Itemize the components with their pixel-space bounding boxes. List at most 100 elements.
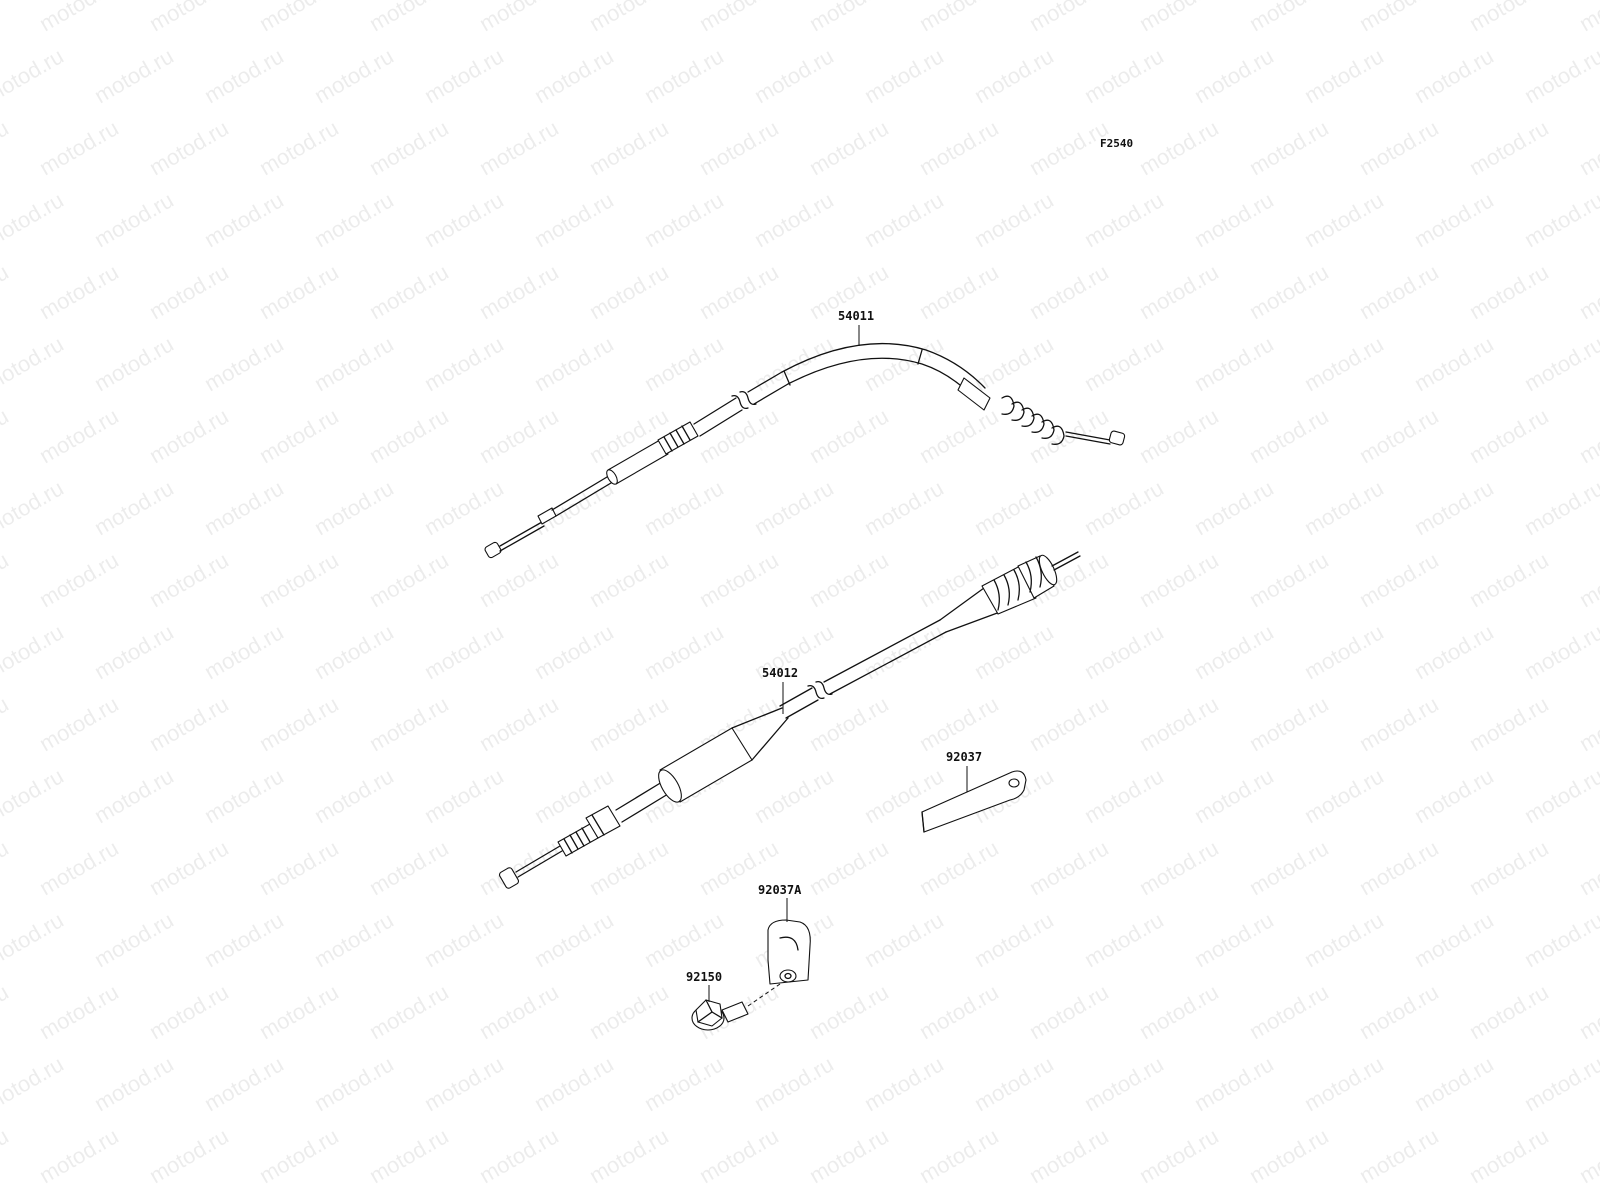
watermark-text: motod.ru	[1025, 259, 1113, 324]
watermark-text: motod.ru	[1245, 115, 1333, 180]
watermark-text: motod.ru	[420, 187, 508, 252]
watermark-text: motod.ru	[860, 331, 948, 396]
watermark-text: motod.ru	[1190, 187, 1278, 252]
watermark-text: motod.ru	[1135, 979, 1223, 1044]
watermark-text: motod.ru	[475, 259, 563, 324]
watermark-text: motod.ru	[915, 403, 1003, 468]
watermark-text: motod.ru	[530, 331, 618, 396]
watermark-text: motod.ru	[200, 907, 288, 972]
strap-92037[interactable]: 92037	[921, 750, 1027, 833]
watermark-text: motod.ru	[1135, 403, 1223, 468]
watermark-text: motod.ru	[475, 115, 563, 180]
watermark-text: motod.ru	[805, 691, 893, 756]
watermark-text: motod.ru	[365, 403, 453, 468]
watermark-text: motod.ru	[695, 1123, 783, 1188]
watermark-text: motod.ru	[1575, 979, 1600, 1044]
watermark-text: motod.ru	[530, 43, 618, 108]
watermark-text: motod.ru	[310, 1195, 398, 1200]
watermark-text: motod.ru	[0, 1195, 68, 1200]
watermark-text: motod.ru	[750, 475, 838, 540]
watermark-text: motod.ru	[1135, 0, 1223, 36]
watermark-text: motod.ru	[1575, 259, 1600, 324]
watermark-text: motod.ru	[970, 187, 1058, 252]
watermark-text: motod.ru	[860, 619, 948, 684]
watermark-text: motod.ru	[200, 619, 288, 684]
watermark-text: motod.ru	[1410, 619, 1498, 684]
bolt-92150[interactable]: 92150	[686, 970, 781, 1031]
watermark-text: motod.ru	[695, 547, 783, 612]
cable-clamp-92037A[interactable]: 92037A	[758, 883, 811, 985]
watermark-text: motod.ru	[1300, 1195, 1388, 1200]
watermark-text: motod.ru	[1300, 907, 1388, 972]
watermark-text: motod.ru	[0, 187, 68, 252]
watermark-text: motod.ru	[90, 763, 178, 828]
watermark-text: motod.ru	[1520, 907, 1600, 972]
watermark-text: motod.ru	[530, 1051, 618, 1116]
clutch-cable-54011[interactable]: 54011	[484, 309, 1126, 559]
watermark-text: motod.ru	[365, 0, 453, 36]
watermark-text: motod.ru	[970, 907, 1058, 972]
watermark-text: motod.ru	[1465, 547, 1553, 612]
watermark-text: motod.ru	[585, 979, 673, 1044]
watermark-text: motod.ru	[1080, 187, 1168, 252]
watermark-text: motod.ru	[750, 187, 838, 252]
callout-92037A: 92037A	[758, 883, 802, 897]
watermark-text: motod.ru	[915, 979, 1003, 1044]
watermark-text: motod.ru	[640, 475, 728, 540]
watermark-text: motod.ru	[0, 0, 13, 36]
watermark-text: motod.ru	[1410, 475, 1498, 540]
watermark-text: motod.ru	[90, 619, 178, 684]
watermark-text: motod.ru	[1465, 403, 1553, 468]
watermark-text: motod.ru	[640, 1051, 728, 1116]
watermark-text: motod.ru	[200, 331, 288, 396]
watermark-text: motod.ru	[970, 475, 1058, 540]
watermark-text: motod.ru	[1410, 763, 1498, 828]
watermark-text: motod.ru	[255, 115, 343, 180]
watermark-text: motod.ru	[1025, 1123, 1113, 1188]
watermark-text: motod.ru	[365, 259, 453, 324]
watermark-text: motod.ru	[640, 43, 728, 108]
watermark-text: motod.ru	[0, 1051, 68, 1116]
watermark-text: motod.ru	[1575, 403, 1600, 468]
watermark-text: motod.ru	[475, 979, 563, 1044]
watermark-text: motod.ru	[1245, 691, 1333, 756]
watermark-text: motod.ru	[805, 1123, 893, 1188]
watermark-text: motod.ru	[475, 1123, 563, 1188]
watermark-text: motod.ru	[915, 835, 1003, 900]
watermark-text: motod.ru	[475, 547, 563, 612]
watermark-text: motod.ru	[420, 1195, 508, 1200]
watermark-text: motod.ru	[695, 0, 783, 36]
watermark-text: motod.ru	[1245, 547, 1333, 612]
watermark-text: motod.ru	[420, 475, 508, 540]
cable-end-nipple-left	[484, 541, 502, 559]
watermark-text: motod.ru	[640, 1195, 728, 1200]
watermark-text: motod.ru	[860, 43, 948, 108]
watermark-text: motod.ru	[1575, 691, 1600, 756]
watermark-text: motod.ru	[860, 1195, 948, 1200]
watermark-text: motod.ru	[90, 43, 178, 108]
watermark-text: motod.ru	[970, 619, 1058, 684]
watermark-text: motod.ru	[200, 1051, 288, 1116]
watermark-text: motod.ru	[200, 763, 288, 828]
watermark-text: motod.ru	[1245, 0, 1333, 36]
watermark-text: motod.ru	[255, 691, 343, 756]
watermark-text: motod.ru	[420, 1051, 508, 1116]
watermark-text: motod.ru	[585, 691, 673, 756]
watermark-text: motod.ru	[35, 403, 123, 468]
watermark-text: motod.ru	[420, 907, 508, 972]
watermark-text: motod.ru	[1190, 475, 1278, 540]
watermark-text: motod.ru	[1355, 1123, 1443, 1188]
watermark-text: motod.ru	[1465, 835, 1553, 900]
watermark-text: motod.ru	[1520, 43, 1600, 108]
watermark-text: motod.ru	[1080, 331, 1168, 396]
watermark-text: motod.ru	[860, 1051, 948, 1116]
watermark-text: motod.ru	[1465, 979, 1553, 1044]
watermark-text: motod.ru	[805, 0, 893, 36]
watermark-text: motod.ru	[1135, 259, 1223, 324]
watermark-text: motod.ru	[145, 1123, 233, 1188]
throttle-cable-54012[interactable]: 54012	[498, 551, 1081, 889]
watermark-text: motod.ru	[1465, 259, 1553, 324]
watermark-text: motod.ru	[310, 619, 398, 684]
watermark-text: motod.ru	[255, 835, 343, 900]
watermark-text: motod.ru	[1300, 43, 1388, 108]
